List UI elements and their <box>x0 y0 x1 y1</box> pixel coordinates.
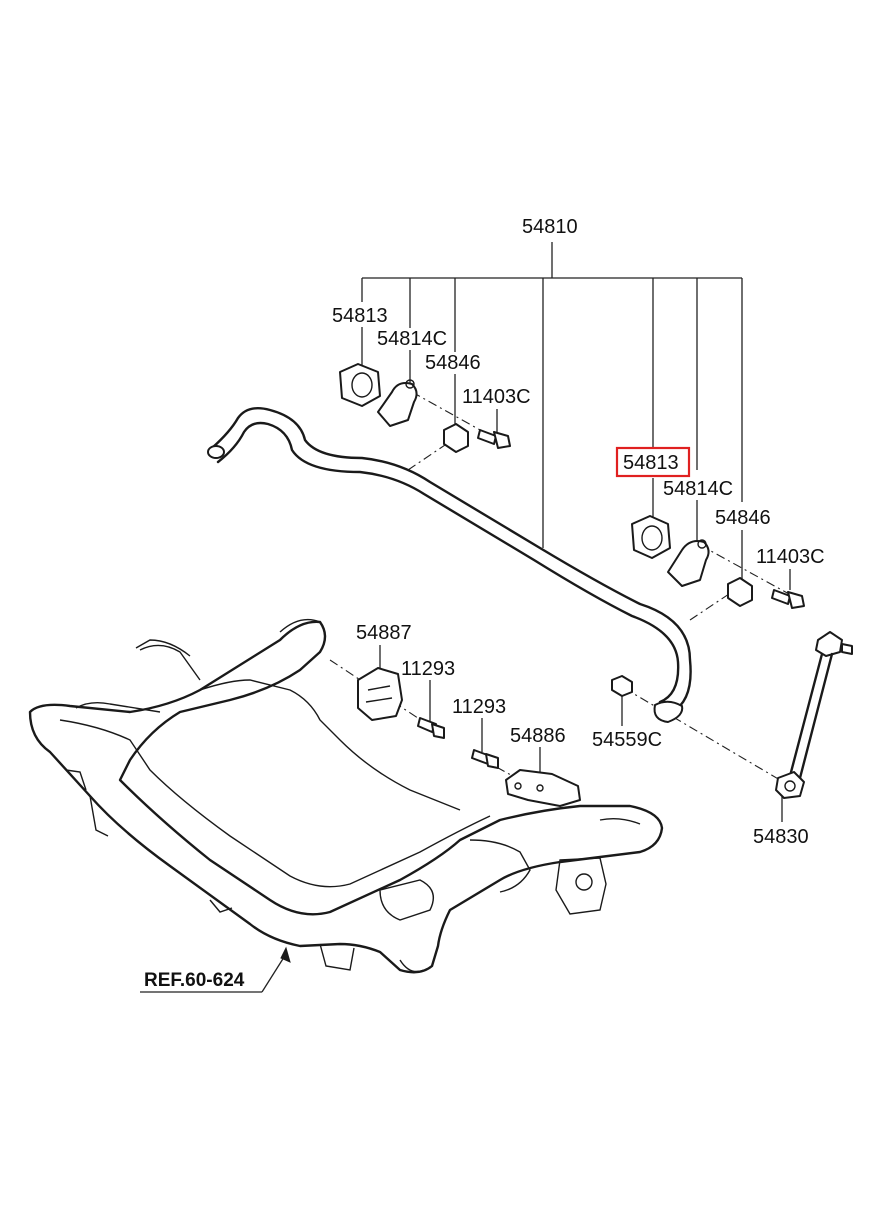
stabilizer-link <box>775 631 853 799</box>
bushing-right-shape <box>631 515 671 559</box>
label-11293-lower[interactable]: 11293 <box>452 696 506 718</box>
label-11403c-right[interactable]: 11403C <box>756 546 825 568</box>
label-54814c-left[interactable]: 54814C <box>377 328 447 350</box>
cap-right-shape <box>727 577 753 607</box>
label-54559c[interactable]: 54559C <box>592 729 662 751</box>
label-54846-left[interactable]: 54846 <box>425 352 481 374</box>
label-54814c-right[interactable]: 54814C <box>663 478 733 500</box>
subframe <box>28 618 664 974</box>
bushing-group-right <box>631 515 805 609</box>
bracket-left-shape <box>377 382 418 427</box>
reference-pointer <box>140 946 291 993</box>
label-54830[interactable]: 54830 <box>753 826 809 848</box>
label-54887[interactable]: 54887 <box>356 622 412 644</box>
mount-bracket-right <box>505 769 581 807</box>
stabilizer-bar <box>207 407 692 723</box>
label-54810[interactable]: 54810 <box>522 216 578 238</box>
label-11293-upper[interactable]: 11293 <box>401 658 455 680</box>
label-54813-left[interactable]: 54813 <box>332 305 388 327</box>
cap-left-shape <box>443 423 469 453</box>
label-54813-right[interactable]: 54813 <box>623 452 679 474</box>
label-54846-right[interactable]: 54846 <box>715 507 771 529</box>
bushing-left-shape <box>339 363 381 407</box>
bushing-group-left <box>339 363 511 453</box>
nut-shape <box>611 675 633 697</box>
highlight-box <box>615 446 691 478</box>
mount-bracket-left <box>357 667 499 769</box>
label-11403c-left[interactable]: 11403C <box>462 386 531 408</box>
label-reference[interactable]: REF.60-624 <box>144 970 245 991</box>
label-54886[interactable]: 54886 <box>510 725 566 747</box>
bracket-right-shape <box>667 540 710 587</box>
